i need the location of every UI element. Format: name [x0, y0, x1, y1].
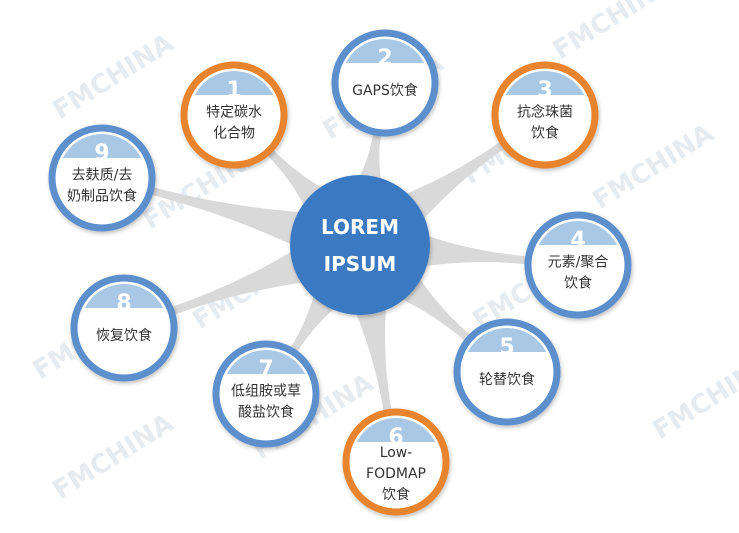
node-label-line: 饮食: [531, 125, 559, 142]
connector-spoke: [397, 226, 531, 271]
node-number: 5: [499, 335, 514, 360]
node-number: 6: [388, 425, 403, 450]
connector-spoke: [147, 186, 327, 257]
diet-node-5[interactable]: 5 轮替饮食: [453, 318, 561, 426]
watermark-text: FMCHINA: [48, 28, 179, 126]
node-label-line: 饮食: [564, 275, 592, 292]
connector-spoke: [167, 237, 330, 316]
node-label-line: 恢复饮食: [96, 327, 152, 344]
center-title-line-1: LOREM: [321, 215, 399, 239]
node-label-line: 元素/聚合: [548, 255, 609, 271]
node-label-line: 酸盐饮食: [238, 404, 294, 421]
center-title-line-2: IPSUM: [324, 252, 397, 276]
node-label-line: FODMAP: [366, 466, 426, 482]
node-label-line: 特定碳水: [206, 105, 262, 121]
node-label-line: Low-: [380, 445, 413, 461]
node-number: 7: [258, 357, 273, 382]
node-label-line: GAPS饮食: [352, 82, 418, 99]
diet-node-8[interactable]: 8 恢复饮食: [70, 274, 178, 382]
watermark-text: FMCHINA: [648, 348, 739, 446]
node-label-line: 化合物: [213, 126, 255, 142]
center-hub[interactable]: LOREM IPSUM: [290, 175, 430, 315]
node-label-line: 奶制品饮食: [67, 188, 137, 205]
node-number: 4: [570, 228, 585, 253]
node-label-line: 饮食: [382, 486, 410, 503]
node-number: 3: [537, 78, 552, 103]
watermark-text: FMCHINA: [588, 118, 719, 216]
watermark-text: FMCHINA: [548, 0, 679, 66]
watermark-text: FMCHINA: [48, 408, 179, 506]
node-number: 1: [226, 78, 241, 103]
center-circle: [290, 175, 430, 315]
node-number: 8: [116, 291, 131, 316]
node-label-line: 抗念珠菌: [517, 104, 573, 121]
node-number: 2: [377, 46, 392, 71]
node-number: 9: [94, 141, 109, 166]
node-label-line: 低组胺或草: [231, 384, 301, 400]
node-label-line: 去麸质/去: [72, 168, 133, 184]
node-label-line: 轮替饮食: [479, 371, 535, 388]
